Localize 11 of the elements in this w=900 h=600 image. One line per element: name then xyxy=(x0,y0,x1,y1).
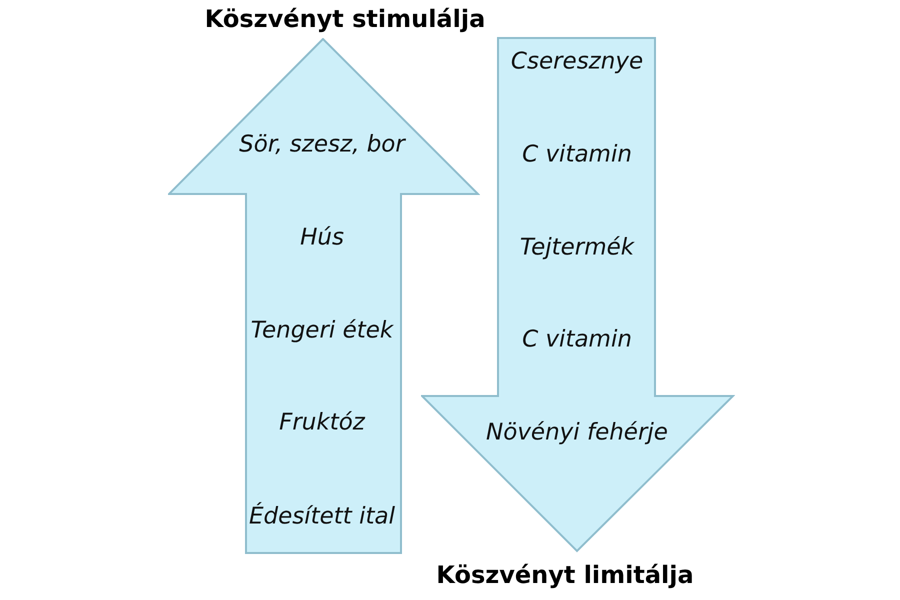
food-label: C vitamin xyxy=(522,144,632,166)
arrow-heading: Köszvényt stimulálja xyxy=(204,7,486,31)
food-label: Tejtermék xyxy=(520,236,634,260)
food-label: Sör, szesz, bor xyxy=(239,134,405,156)
arrow-heading: Köszvényt limitálja xyxy=(436,563,694,587)
food-label: Hús xyxy=(300,226,344,250)
food-label: Fruktóz xyxy=(279,412,365,434)
food-label: Növényi fehérje xyxy=(486,422,668,444)
food-label: Tengeri étek xyxy=(250,320,394,342)
food-label: Cseresznye xyxy=(510,50,644,74)
food-label: C vitamin xyxy=(522,328,632,352)
